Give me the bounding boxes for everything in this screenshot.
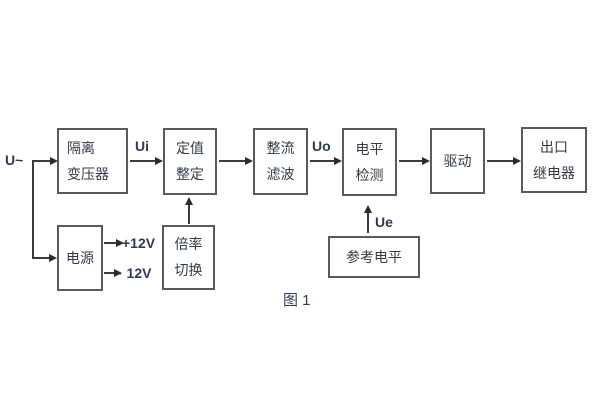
block-power-supply: 电源 [57,225,103,291]
block-label-line: 切换 [174,262,203,278]
block-label-line: 整流 [266,140,295,156]
arrow-setting-to-rectifier-icon [245,157,253,165]
connector-detection-to-driver-line [399,160,422,162]
connector-input-to-transformer-line [33,160,51,162]
label-ue: Ue [375,214,393,230]
block-label-line: 电平 [355,140,384,157]
arrow-detection-to-driver-icon [422,157,430,165]
figure-caption: 图 1 [283,292,311,309]
label-plus-12v: +12V [122,235,156,251]
arrow-rectifier-to-detection-icon [334,157,342,165]
arrow-reference-to-detection-icon [364,205,372,213]
arrow-transformer-to-setting-icon [155,157,163,165]
connector-reference-to-detection-line [367,213,369,233]
label-ui: Ui [135,138,149,154]
block-label-line: 出口 [540,138,568,155]
block-label-line: 定值 [176,140,204,156]
connector-power-plus12-line [104,242,117,244]
block-driver: 驱动 [430,128,485,194]
block-label-line: 检测 [355,166,384,183]
label-minus-12v: · 12V [118,265,152,281]
block-ratio-switch: 倍率 切换 [162,225,215,290]
block-label-line: 电源 [66,249,94,266]
label-input-voltage: U~ [5,152,24,168]
block-reference-level: 参考电平 [328,236,420,278]
block-value-setting: 定值 整定 [163,128,217,195]
block-label-line: 隔离 [67,139,95,156]
connector-transformer-to-setting-line [130,160,155,162]
block-output-relay: 出口 继电器 [521,127,587,193]
block-label-line: 变压器 [67,165,109,182]
connector-setting-to-rectifier-line [219,160,245,162]
arrow-input-to-power-icon [49,254,57,262]
connector-input-branch-line [32,160,34,259]
arrow-power-plus12-icon [116,239,124,247]
arrow-power-minus12-icon [114,269,122,277]
block-label-line: 参考电平 [346,248,402,265]
block-level-detection: 电平 检测 [342,128,397,196]
block-label-line: 驱动 [443,152,472,169]
connector-driver-to-relay-line [487,160,513,162]
block-label-line: 滤波 [266,166,295,182]
connector-power-minus12-line [104,272,115,274]
connector-input-to-power-line [33,257,50,259]
arrow-ratio-to-setting-icon [185,197,193,205]
block-isolation-transformer: 隔离 变压器 [57,128,128,194]
block-rectifier-filter: 整流 滤波 [253,128,308,195]
arrow-driver-to-relay-icon [513,157,521,165]
connector-rectifier-to-detection-line [310,160,334,162]
connector-ratio-to-setting-line [188,205,190,224]
label-uo: Uo [312,138,331,154]
arrow-input-to-transformer-icon [50,157,58,165]
block-label-line: 倍率 [174,236,203,252]
block-label-line: 继电器 [533,164,575,181]
block-label-line: 整定 [176,166,204,182]
